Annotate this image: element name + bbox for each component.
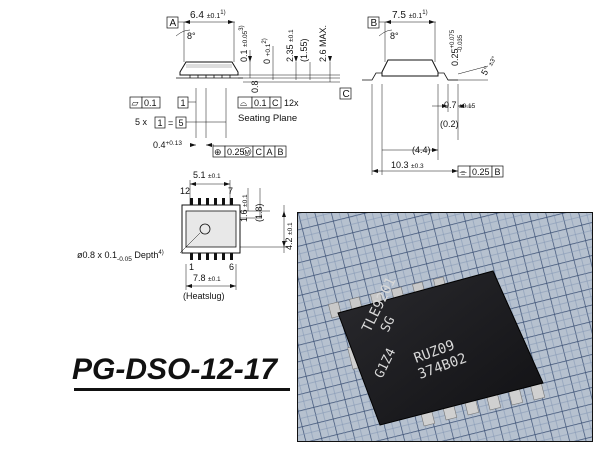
svg-text:⌯: ⌯ bbox=[460, 167, 468, 177]
dimple bbox=[199, 223, 211, 235]
heatslug bbox=[185, 210, 237, 248]
end-angle: 8° bbox=[390, 31, 399, 41]
svg-text:⊕: ⊕ bbox=[214, 147, 222, 157]
arrow-right bbox=[228, 20, 234, 24]
pitch-expr-left: 5 x bbox=[135, 117, 148, 127]
end-package-body bbox=[381, 59, 439, 77]
coplanarity-ref: C bbox=[272, 98, 279, 108]
flatness-symbol: ▱ bbox=[132, 98, 139, 108]
foot-ref: (0.2) bbox=[440, 119, 459, 129]
position-ref-1: C bbox=[256, 147, 263, 157]
pitch-ref: 1 bbox=[181, 98, 186, 108]
datum-c-label: C bbox=[343, 89, 350, 100]
pitch-expr-right: 5 bbox=[179, 118, 184, 128]
datum-a-box bbox=[166, 16, 179, 29]
svg-text:=: = bbox=[168, 118, 173, 128]
slug-length: 7.8 ±0.1 bbox=[193, 273, 221, 283]
bottom-leads-bottom bbox=[190, 253, 233, 260]
pin-1: 1 bbox=[189, 262, 194, 272]
pin-12: 12 bbox=[180, 186, 190, 196]
symmetry-value: 0.25 bbox=[472, 167, 490, 177]
slug-height: 4.2 ±0.1 bbox=[284, 222, 294, 250]
overall-width: 10.3 ±0.3 bbox=[391, 160, 424, 170]
side-standoff: 0.1 ±0.053) bbox=[239, 25, 249, 62]
chip-body bbox=[337, 270, 544, 426]
chip-photo: TLE9201 SG G1Z4 RUZ09 374B02 bbox=[297, 212, 593, 442]
side-height: 2.35 ±0.1 bbox=[285, 29, 295, 62]
heatslug-label: (Heatslug) bbox=[183, 291, 225, 301]
lead-width: 0.4+0.13 bbox=[153, 140, 182, 150]
position-ref-2: A bbox=[267, 147, 273, 157]
side-zero: 0 +0.12) bbox=[262, 38, 272, 64]
datum-a-label: A bbox=[170, 18, 177, 29]
coplanarity-value: 0.1 bbox=[254, 98, 267, 108]
position-ref-3: B bbox=[278, 147, 284, 157]
inner-ref: (4.4) bbox=[412, 145, 431, 155]
angle-arc bbox=[175, 29, 191, 37]
end-lead-right bbox=[438, 72, 458, 81]
end-body-width: 7.5 ±0.11) bbox=[392, 10, 428, 21]
coplanarity-count: 12x bbox=[284, 98, 299, 108]
datum-c-box bbox=[339, 87, 352, 100]
datum-b-label: B bbox=[371, 18, 378, 29]
pin-6: 6 bbox=[229, 262, 234, 272]
side-body-width: 6.4 ±0.11) bbox=[190, 10, 226, 21]
title-underline bbox=[74, 388, 290, 391]
svg-text:⌓: ⌓ bbox=[240, 98, 247, 108]
marking-line2: SG bbox=[378, 314, 398, 335]
side-angle: 8° bbox=[187, 31, 196, 41]
datum-b-box bbox=[367, 16, 380, 29]
chip-photo-canvas: TLE9201 SG G1Z4 RUZ09 374B02 bbox=[298, 213, 592, 441]
lead-thickness: 0.25+0.075-0.035 bbox=[450, 29, 464, 66]
slug-width: 5.1 ±0.1 bbox=[193, 170, 221, 180]
lead-angle: 5° ±3° bbox=[479, 54, 498, 77]
seating-plane-label: Seating Plane bbox=[238, 113, 297, 124]
pitch-expr-mid: 1 bbox=[158, 118, 163, 128]
package-title: PG-DSO-12-17 bbox=[72, 353, 278, 386]
end-view: B 7.5 ±0.11) 8° 0.25+0.075-0.035 5° ±3° … bbox=[362, 10, 504, 178]
position-tol: 0.25 bbox=[227, 147, 245, 157]
end-lead-left bbox=[362, 72, 382, 81]
side-lead-len: 0.8 bbox=[250, 80, 260, 93]
pin-7: 7 bbox=[228, 186, 233, 196]
arrow-left bbox=[184, 20, 190, 24]
bottom-leads-top bbox=[190, 198, 233, 205]
side-package-body bbox=[179, 61, 239, 76]
side-height-ref: (1.55) bbox=[299, 38, 309, 62]
flatness-value: 0.1 bbox=[144, 98, 157, 108]
position-mod: M bbox=[245, 150, 250, 157]
foot-length: 0.7 ±0.15 bbox=[444, 100, 476, 110]
side-height-max: 2.6 MAX. bbox=[318, 25, 328, 62]
side-view: A 6.4 ±0.11) 8° 0.1 ±0.053) 0 +0.12) 2.3… bbox=[129, 10, 352, 158]
slug-offset: 1.6 ±0.1 bbox=[239, 194, 249, 222]
bottom-view: 5.1 ±0.1 12 7 1 6 1.6 ±0. bbox=[77, 170, 294, 301]
side-leads bbox=[176, 75, 243, 79]
dimple-label: ø0.8 x 0.1-0.05 Depth4) bbox=[77, 250, 164, 263]
symmetry-ref: B bbox=[495, 167, 501, 177]
slug-ref: (1.8) bbox=[254, 203, 264, 222]
